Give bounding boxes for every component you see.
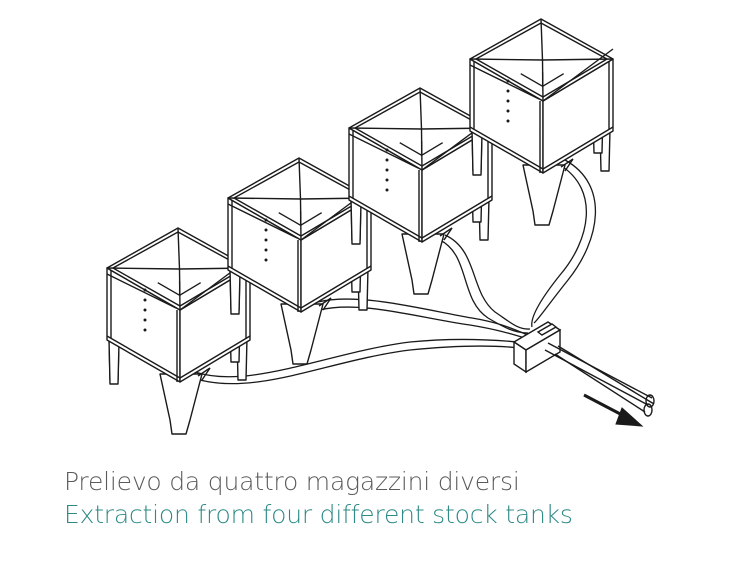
pipe-line xyxy=(439,239,529,334)
silo-tank-icon xyxy=(227,157,372,365)
manifold-block-icon xyxy=(512,321,562,374)
flow-direction-arrow-icon xyxy=(583,393,644,427)
silo-diagram xyxy=(106,18,655,435)
pipe-line xyxy=(317,298,529,336)
caption-english: Extraction from four different stock tan… xyxy=(64,500,573,529)
pipe-line xyxy=(199,345,529,385)
silo-tank-icon xyxy=(469,18,614,226)
tank-group xyxy=(106,18,614,435)
caption-italian: Prelievo da quattro magazzini diversi xyxy=(64,467,520,496)
pipe-line xyxy=(533,159,597,324)
pipe-line xyxy=(444,234,531,330)
pipe-line xyxy=(531,164,588,328)
outlet-pipes xyxy=(544,342,655,417)
pipe-line xyxy=(319,306,529,340)
